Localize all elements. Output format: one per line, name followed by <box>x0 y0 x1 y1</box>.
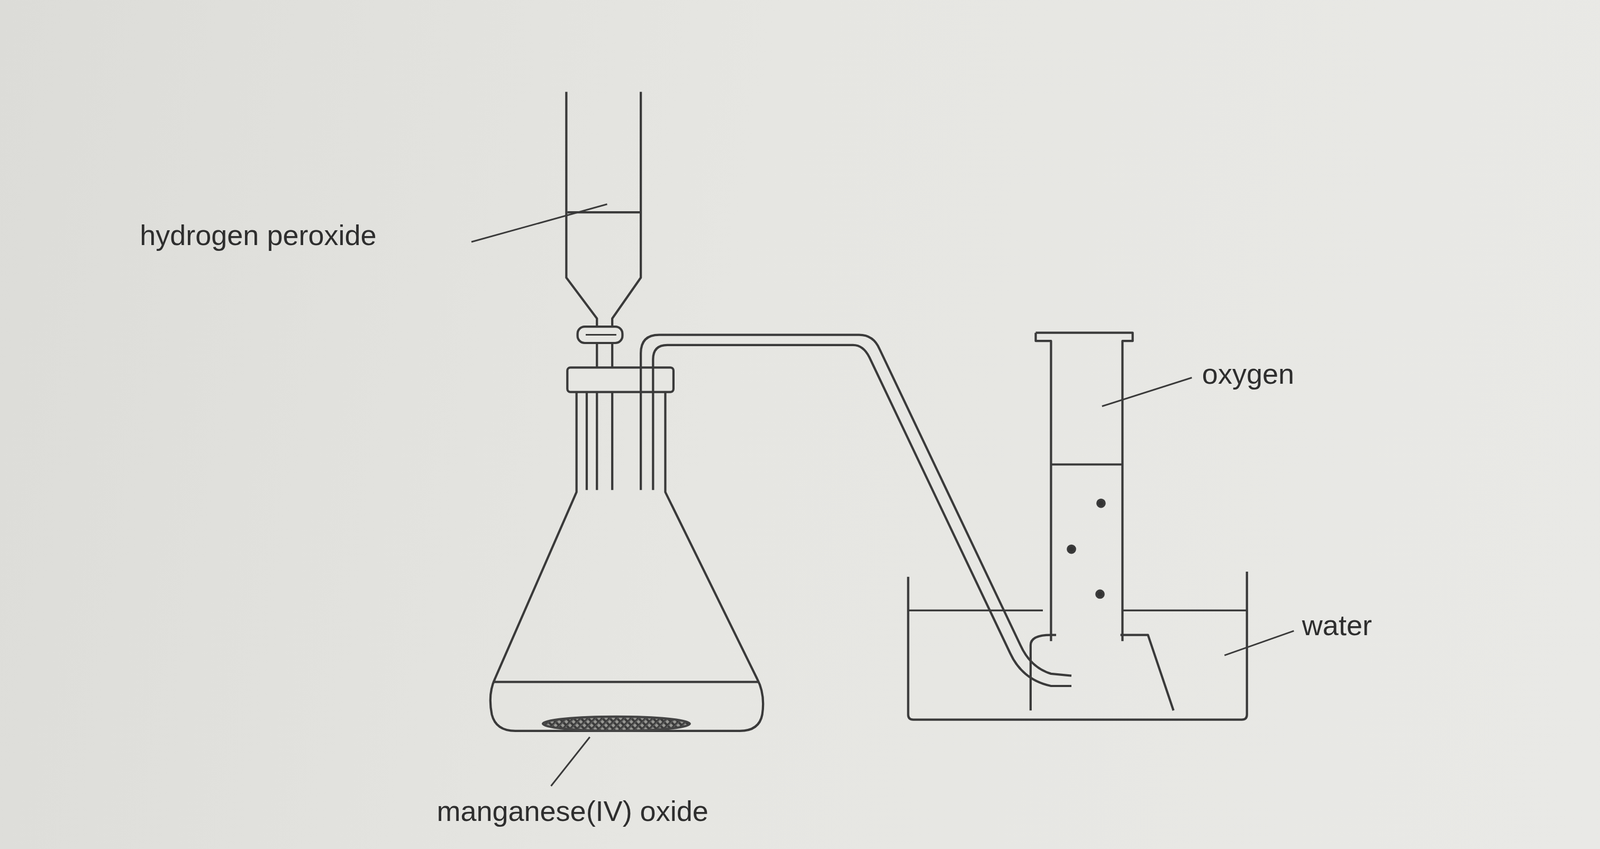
conical-flask <box>490 367 763 731</box>
delivery-tube <box>640 334 1072 686</box>
collecting-cylinder <box>1035 332 1133 641</box>
component-label: oxygen <box>1202 359 1295 391</box>
component-label: manganese(IV) oxide <box>436 795 708 827</box>
water-trough <box>907 571 1247 720</box>
leader-lines <box>471 204 1294 786</box>
component-label: hydrogen peroxide <box>139 220 377 252</box>
manganese-oxide-powder <box>542 716 690 731</box>
beehive-shelf <box>1030 634 1174 711</box>
component-label: water <box>1302 610 1372 642</box>
